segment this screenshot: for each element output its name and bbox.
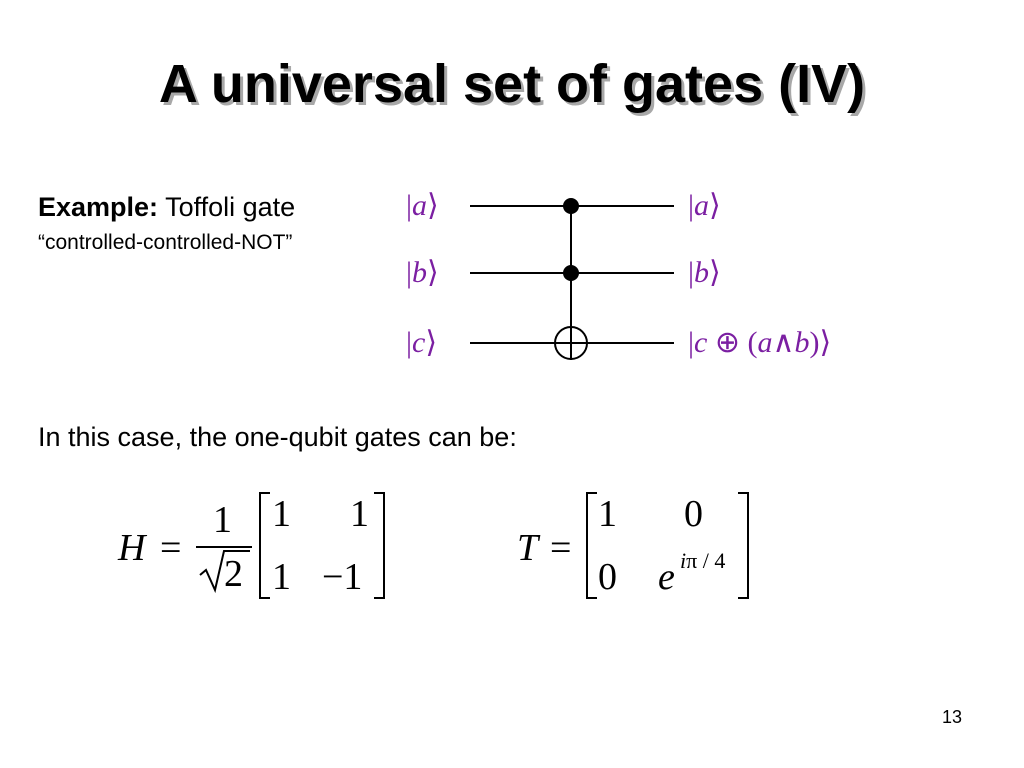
h-equals: = bbox=[160, 527, 182, 569]
page-number: 13 bbox=[941, 707, 962, 727]
output-ket-b: |b⟩ bbox=[688, 256, 721, 289]
h-numerator: 1 bbox=[213, 499, 232, 541]
input-ket-c: |c⟩ bbox=[406, 326, 438, 359]
t-m12: 0 bbox=[684, 493, 703, 535]
example-text: Toffoli gate bbox=[158, 192, 296, 222]
input-ket-a: |a⟩ bbox=[406, 189, 439, 222]
body-text: In this case, the one-qubit gates can be… bbox=[38, 422, 517, 452]
target-xor-circle bbox=[554, 326, 588, 360]
t-m21: 0 bbox=[598, 556, 617, 598]
h-m22: −1 bbox=[322, 556, 363, 598]
example-line: Example: Toffoli gate bbox=[38, 190, 295, 224]
h-m21: 1 bbox=[272, 556, 291, 598]
t-m11: 1 bbox=[598, 493, 617, 535]
example-subtitle: “controlled-controlled-NOT” bbox=[38, 231, 293, 254]
t-m22-exponent: iπ / 4 bbox=[680, 548, 726, 573]
example-label: Example: bbox=[38, 192, 159, 222]
slide-title: A universal set of gates (IV) bbox=[158, 54, 866, 114]
control-dot-b bbox=[563, 265, 579, 281]
output-ket-a: |a⟩ bbox=[688, 189, 721, 222]
output-ket-c-xor-ab: |c ⊕ (a∧b)⟩ bbox=[688, 326, 832, 359]
h-symbol: H bbox=[118, 527, 146, 569]
control-dot-a bbox=[563, 198, 579, 214]
h-m11: 1 bbox=[272, 493, 291, 535]
h-m12: 1 bbox=[350, 493, 369, 535]
t-m22: e bbox=[658, 556, 675, 598]
input-ket-b: |b⟩ bbox=[406, 256, 439, 289]
t-equals: = bbox=[550, 527, 572, 569]
h-radicand: 2 bbox=[224, 553, 243, 595]
t-symbol: T bbox=[517, 527, 539, 569]
